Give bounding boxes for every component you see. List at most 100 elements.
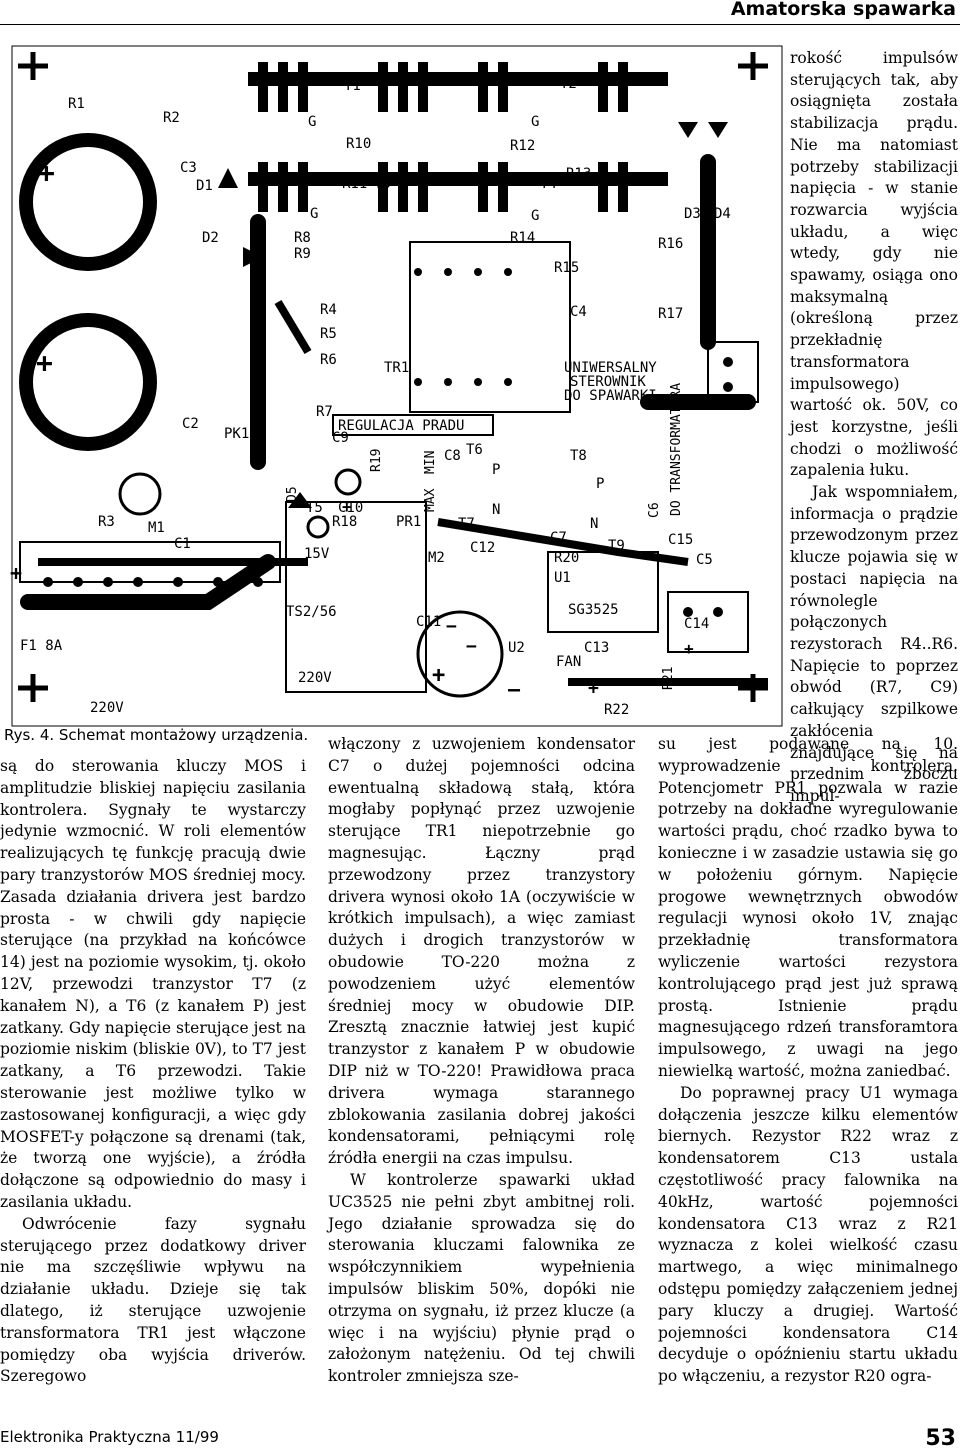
label-r2: R2 [163, 110, 180, 126]
label-uni1: UNIWERSALNY [564, 360, 657, 376]
label-f1: F1 8A [20, 638, 63, 654]
label-t8: T8 [570, 448, 587, 464]
label-n1: N [492, 502, 500, 518]
label-ts: TS2/56 [286, 604, 337, 620]
label-r12: R12 [510, 138, 535, 154]
paragraph: W kontrolerze spawarki układ UC3525 nie … [328, 1170, 635, 1386]
label-pr1: PR1 [396, 514, 421, 530]
label-r18: R18 [332, 514, 357, 530]
label-r20: R20 [554, 550, 579, 566]
label-c11: C11 [416, 614, 441, 630]
label-pk1: PK1 [224, 426, 249, 442]
paragraph: są do sterowania kluczy MOS i amplitudzi… [0, 757, 306, 1211]
label-c2: C2 [182, 416, 199, 432]
label-c12: C12 [470, 540, 495, 556]
label-plus-3: + [10, 561, 22, 585]
label-d1: D1 [196, 178, 213, 194]
label-t6: T6 [466, 442, 483, 458]
label-do-transformatora: DO TRANSFORMATORA [669, 383, 684, 516]
label-r15: R15 [554, 260, 579, 276]
label-g3: G [310, 206, 318, 222]
label-u1: U1 [554, 570, 571, 586]
label-plus-7: + [684, 639, 694, 658]
paragraph: rokość impulsów sterujących tak, aby osi… [790, 49, 958, 480]
section-title: Amatorska spawarka [730, 0, 956, 20]
label-plus-6: + [588, 678, 599, 699]
label-r22: R22 [604, 702, 629, 718]
label-p1: P [492, 462, 500, 478]
label-r16: R16 [658, 236, 683, 252]
label-uni3: DO SPAWARKI [564, 388, 657, 404]
label-t9: T9 [608, 538, 625, 554]
label-220v-a: 220V [90, 700, 124, 716]
label-minus-1: − [446, 616, 457, 637]
page-number: 53 [925, 1426, 956, 1451]
paragraph: włączony z uzwojeniem kondensator C7 o d… [328, 735, 635, 1168]
column-left: są do sterowania kluczy MOS i amplitudzi… [0, 756, 306, 1388]
column-right-top: rokość impulsów sterujących tak, aby osi… [790, 48, 958, 808]
label-r1: R1 [68, 96, 85, 112]
label-m2: M2 [428, 550, 445, 566]
label-plus-1: + [38, 156, 55, 189]
journal-footer: Elektronika Praktyczna 11/99 [0, 1428, 219, 1446]
label-c5: C5 [696, 552, 713, 568]
label-plus-5: + [342, 497, 352, 516]
label-uni2: STEROWNIK [570, 374, 646, 390]
label-d3: D3 [684, 206, 701, 222]
label-15v: 15V [304, 546, 330, 562]
label-c4: C4 [570, 304, 587, 320]
label-c9: C9 [332, 430, 349, 446]
label-d2: D2 [202, 230, 219, 246]
column-middle: włączony z uzwojeniem kondensator C7 o d… [328, 734, 635, 1388]
label-c15: C15 [668, 532, 693, 548]
paragraph: Do poprawnej pracy U1 wymaga dołączenia … [658, 1083, 958, 1386]
label-r21: R21 [661, 667, 676, 690]
paragraph: Jak wspomniałem, informacja o prądzie pr… [790, 483, 958, 805]
label-d4: D4 [714, 206, 731, 222]
label-minus-3: − [466, 636, 477, 657]
label-r13: R13 [566, 166, 591, 182]
label-t7: T7 [458, 516, 475, 532]
label-t1: T1 [344, 78, 361, 94]
label-n2: N [590, 516, 598, 532]
label-g1: G [308, 114, 316, 130]
header-rule [0, 24, 960, 25]
label-r4: R4 [320, 302, 337, 318]
label-d5: D5 [285, 486, 300, 502]
label-t2: T2 [560, 76, 577, 92]
label-t4: T4 [540, 176, 557, 192]
label-c3: C3 [180, 160, 197, 176]
label-r8: R8 [294, 230, 311, 246]
paragraph: su jest podawane na 10. wyprowadzenie ko… [658, 735, 958, 1080]
label-plus-4: + [432, 663, 445, 688]
label-r3: R3 [98, 514, 115, 530]
label-c13: C13 [584, 640, 609, 656]
label-t3: T3 [374, 176, 391, 192]
paragraph: Odwrócenie fazy sygnału sterującego prze… [0, 1214, 306, 1386]
label-r17: R17 [658, 306, 683, 322]
label-u2: U2 [508, 640, 525, 656]
label-r11: R11 [342, 176, 367, 192]
column-right: su jest podawane na 10. wyprowadzenie ko… [658, 734, 958, 1388]
label-r6: R6 [320, 352, 337, 368]
label-min: MIN [423, 451, 438, 474]
label-c7: C7 [550, 530, 567, 546]
label-r9: R9 [294, 246, 311, 262]
pcb-drawing: R1 R2 C3 D1 D2 T1 T2 R10 R11 T3 R12 R13 … [10, 45, 783, 727]
label-r14: R14 [510, 230, 535, 246]
label-minus-2: — [508, 677, 521, 701]
label-r19: R19 [369, 449, 384, 472]
label-fan: FAN [556, 654, 581, 670]
label-sg: SG3525 [568, 602, 619, 618]
page-header: Amatorska spawarka [0, 0, 960, 25]
label-r5: R5 [320, 326, 337, 342]
label-max: MAX [423, 488, 438, 512]
label-r10: R10 [346, 136, 371, 152]
label-g4: G [531, 208, 539, 224]
label-tr1: TR1 [384, 360, 409, 376]
label-220v-b: 220V [298, 670, 332, 686]
label-c1: C1 [174, 536, 191, 552]
label-p2: P [596, 476, 604, 492]
label-c8: C8 [444, 448, 461, 464]
label-c10: C10 [338, 500, 363, 516]
